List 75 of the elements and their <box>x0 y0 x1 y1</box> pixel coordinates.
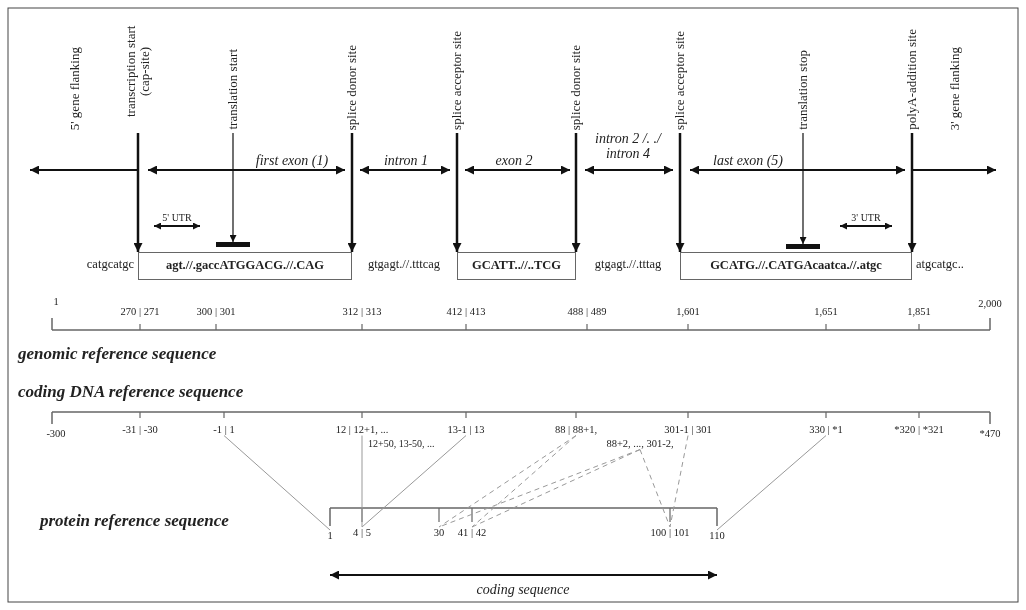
position-number: 488 | 489 <box>567 306 607 318</box>
utr-label: 5' UTR <box>162 212 192 223</box>
position-number: 30 <box>433 527 445 539</box>
arrow <box>452 133 462 252</box>
site-label: transcription start (cap-site) <box>123 12 153 130</box>
position-number: 1 <box>327 530 333 542</box>
region-label: coding sequence <box>476 582 570 598</box>
arrow <box>133 133 143 252</box>
position-number: 300 | 301 <box>196 306 236 318</box>
exon-box: agt.//.gaccATGGACG.//.CAG <box>138 252 352 280</box>
sequence-text: gtgagt.//.tttag <box>594 258 662 272</box>
connector-line <box>438 435 577 528</box>
position-number: 2,000 <box>978 298 1002 310</box>
position-number: 301-1 | 301 <box>664 424 712 436</box>
position-number: 88 | 88+1, <box>554 424 598 436</box>
sequence-title: genomic reference sequence <box>18 345 217 364</box>
position-number: 12+50, 13-50, ... <box>368 438 435 449</box>
connector-line <box>471 435 577 528</box>
site-label: polyA-addition site <box>904 29 920 130</box>
region-label: exon 2 <box>495 153 533 169</box>
codon-bar <box>786 244 820 249</box>
site-label: splice acceptor site <box>672 31 688 130</box>
site-label: splice donor site <box>344 44 360 130</box>
region-label: last exon (5) <box>713 153 783 169</box>
sequence-text: atgcatgc.. <box>916 258 964 272</box>
arrow <box>571 133 581 252</box>
position-number: -31 | -30 <box>122 424 158 436</box>
position-number: 312 | 313 <box>342 306 382 318</box>
position-number: *470 <box>979 428 1001 440</box>
region-label: 5' gene flanking <box>67 46 83 130</box>
region-label: 3' gene flanking <box>947 46 963 130</box>
position-number: *320 | *321 <box>894 424 944 436</box>
position-number: -300 <box>46 428 66 440</box>
position-number: 4 | 5 <box>353 527 371 539</box>
position-number: 412 | 413 <box>446 306 486 318</box>
codon-bar <box>216 242 250 247</box>
arrow <box>907 133 917 252</box>
region-label: intron 1 <box>383 153 429 169</box>
site-label: translation start <box>225 49 241 130</box>
utr-label: 3' UTR <box>851 212 881 223</box>
arrow <box>675 133 685 252</box>
exon-box: GCATT..//..TCG <box>457 252 576 280</box>
sequence-title: protein reference sequence <box>40 512 229 531</box>
connector-line <box>669 435 689 528</box>
position-number: 100 | 101 <box>650 527 690 539</box>
exon-box: GCATG.//.CATGAcaatca.//.atgc <box>680 252 912 280</box>
position-number: 1 <box>53 296 59 308</box>
position-number: 1,851 <box>907 306 931 318</box>
site-label: splice donor site <box>568 44 584 130</box>
sequence-text: gtgagt.//.tttcag <box>367 258 441 272</box>
position-number: 88+2, ..., 301-2, <box>606 438 674 450</box>
connector-line <box>361 435 363 528</box>
connector-line <box>639 449 671 528</box>
arrow <box>347 133 357 252</box>
arrow <box>799 132 807 245</box>
position-number: 330 | *1 <box>809 424 843 436</box>
site-label: splice acceptor site <box>449 31 465 130</box>
connector-line <box>716 435 827 531</box>
connector-line <box>471 449 641 528</box>
position-number: 1,651 <box>814 306 838 318</box>
position-number: 110 <box>709 530 725 542</box>
connector-line <box>361 435 467 528</box>
site-label: translation stop <box>795 50 811 130</box>
position-number: 41 | 42 <box>457 527 487 539</box>
region-label: intron 2 /. ./ intron 4 <box>594 131 663 162</box>
position-number: -1 | 1 <box>213 424 235 436</box>
connector-line <box>223 435 331 531</box>
arrow <box>229 132 237 243</box>
sequence-text: catgcatgc <box>86 258 134 272</box>
position-number: 270 | 271 <box>120 306 160 318</box>
sequence-title: coding DNA reference sequence <box>18 383 244 402</box>
region-label: first exon (1) <box>255 153 329 169</box>
position-number: 13-1 | 13 <box>447 424 485 436</box>
position-number: 12 | 12+1, ... <box>335 424 389 436</box>
position-number: 1,601 <box>676 306 700 318</box>
